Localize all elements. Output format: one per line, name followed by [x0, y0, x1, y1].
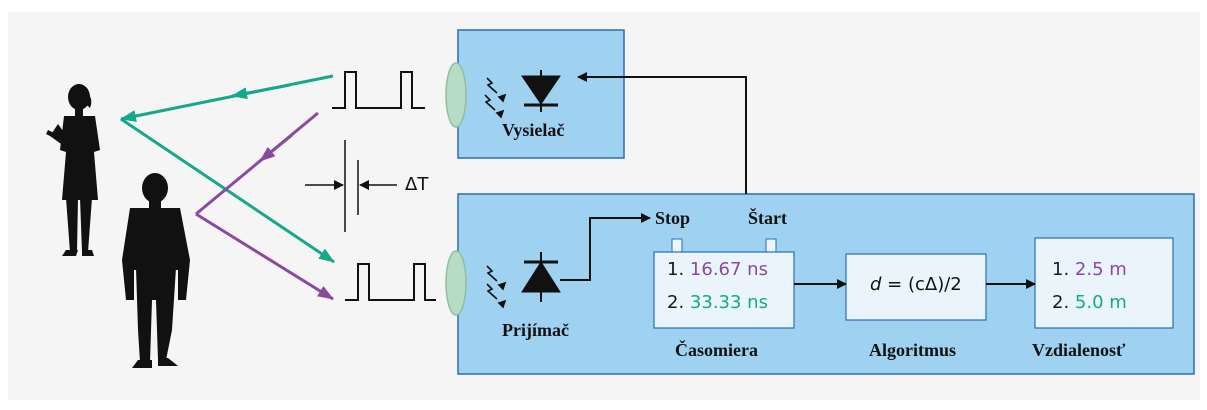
timer-reading-2: 2. 33.33 ns — [667, 292, 768, 313]
stop-label: Stop — [655, 208, 691, 228]
transmitted-pulses — [332, 71, 425, 109]
green-return-beam — [120, 117, 335, 264]
algorithm-box — [845, 253, 987, 321]
distance-formula: d = (cΔ)/2 — [870, 274, 962, 295]
receiver-lens — [445, 250, 467, 316]
green-outgoing-beam — [120, 74, 334, 122]
algorithm-label: Algoritmus — [869, 340, 956, 360]
man-silhouette — [122, 173, 190, 368]
distance-box — [1034, 237, 1174, 329]
purple-return-beam — [195, 212, 334, 301]
timer-reading-1: 1. 16.67 ns — [667, 259, 768, 280]
distance-reading-2: 2. 5.0 m — [1052, 292, 1127, 313]
photodiode-icon — [521, 252, 561, 302]
purple-outgoing-beam — [195, 111, 319, 216]
emit-rays-icon — [484, 77, 507, 119]
start-signal-line — [577, 72, 747, 194]
stop-signal-line — [560, 213, 651, 281]
distance-reading-1: 1. 2.5 m — [1052, 259, 1127, 280]
distance-label: Vzdialenosť — [1032, 340, 1126, 360]
receiver-label: Prijímač — [502, 320, 569, 340]
green-outgoing-arrowhead — [231, 83, 291, 100]
receive-rays-icon — [486, 265, 507, 309]
led-icon — [521, 70, 561, 112]
purple-outgoing-arrowhead — [259, 133, 293, 163]
transmitter-label: Vysielač — [502, 120, 565, 140]
delta-t-label: ΔT — [405, 174, 429, 195]
timer-label: Časomiera — [675, 340, 758, 360]
timer-box — [653, 251, 795, 329]
start-label: Štart — [748, 208, 787, 228]
transmitter-lens — [445, 62, 467, 128]
woman-silhouette — [46, 84, 100, 256]
received-pulses — [345, 263, 436, 301]
